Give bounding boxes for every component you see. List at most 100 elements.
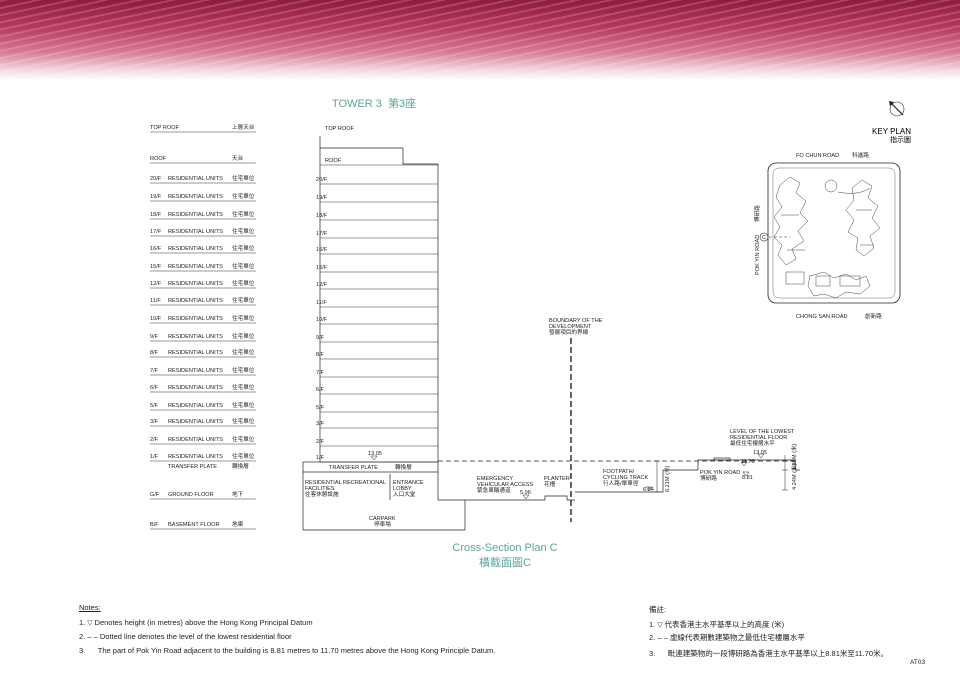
note-number: 2. [79, 632, 86, 641]
note-item: 3. 毗連建築物的一段博研路為香港主水平基準以上8.81米至11.70米。 [649, 648, 888, 659]
boundary-label-2: DEVELOPMENT [549, 324, 592, 330]
building-floor-label: 8/F [316, 352, 325, 358]
floor-code: 17/F [150, 229, 162, 235]
level-1170: 11.70 [741, 459, 755, 465]
note-number: 1. [649, 620, 656, 629]
footpath-label: FOOTPATH/ [603, 469, 635, 475]
building-floor-label: 10/F [316, 317, 328, 323]
floor-name-zh: 住宅單位 [232, 314, 255, 322]
footpath-zh: 行人路/單車徑 [603, 479, 639, 487]
note-text: The part of Pok Yin Road adjacent to the… [97, 646, 496, 655]
note-spacer [655, 649, 668, 658]
floor-name: GROUND FLOOR [168, 492, 214, 498]
dim-left: 6.21M (米) [663, 465, 671, 492]
floor-name: TRANSFER PLATE [168, 464, 217, 470]
floor-name: RESIDENTIAL UNITS [168, 212, 223, 218]
north-arrow-icon [889, 101, 905, 117]
building-floor-label: 19/F [316, 195, 328, 201]
lobby-zh: 入口大堂 [393, 490, 416, 498]
building-floor-label: 17/F [316, 231, 328, 237]
floor-name: RESIDENTIAL UNITS [168, 246, 223, 252]
floor-name-zh: 轉換層 [232, 462, 249, 470]
floor-code: 15/F [150, 264, 162, 270]
floor-name: RESIDENTIAL UNITS [168, 403, 223, 409]
lowest-floor-label-2: RESIDENTIAL FLOOR [730, 435, 787, 441]
floor-name: RESIDENTIAL UNITS [168, 229, 223, 235]
eva-level: 5.96 [520, 490, 531, 496]
fo-chun-road-zh: 科進路 [852, 151, 869, 159]
floor-code: 8/F [150, 350, 159, 356]
note-item: 1. ▽ 代表香港主水平基準以上的高度 (米) [649, 619, 784, 630]
lobby-label-2: LOBBY [393, 486, 412, 492]
lowest-floor-zh: 最低住宅樓層水平 [730, 439, 775, 447]
floor-name-zh: 住宅單位 [232, 210, 255, 218]
section-title-zh: 橫截面圖C [479, 557, 531, 569]
note-item: 2. ‒ ‒ Dotted line denotes the level of … [79, 632, 292, 641]
building-floor-label: TOP ROOF [325, 126, 355, 132]
floor-code: B/F [150, 522, 159, 528]
building-floor-label: 20/F [316, 177, 328, 183]
floor-name: RESIDENTIAL UNITS [168, 316, 223, 322]
floor-code: 3/F [150, 419, 159, 425]
section-marker-label: C [762, 235, 766, 241]
note-item: 1. ▽ Denotes height (in metres) above th… [79, 618, 313, 627]
level-markers [370, 453, 765, 500]
boundary-label: BOUNDARY OF THE [549, 318, 603, 324]
planter-label: PLANTER [544, 476, 570, 482]
section-marker-icon [759, 232, 769, 242]
floor-name-zh: 上層天台 [232, 123, 255, 131]
level-triangle-icon: ▽ [85, 620, 95, 627]
building-floor-lines: TOP ROOFROOF20/F19/F18/F17/F16/F15/F12/F… [316, 126, 438, 463]
road-level: 8.81 [742, 475, 753, 481]
footpath-label-2: CYCLING TRACK [603, 475, 649, 481]
floor-name: RESIDENTIAL UNITS [168, 264, 223, 270]
floor-name: RESIDENTIAL UNITS [168, 385, 223, 391]
carpark-label: CARPARK [369, 516, 396, 522]
note-text: Denotes height (in metres) above the Hon… [94, 618, 313, 627]
floor-name-zh: 住宅單位 [232, 383, 255, 391]
chong-san-road-zh: 創新路 [865, 312, 882, 320]
floor-name-zh: 住宅單位 [232, 332, 255, 340]
floor-code: G/F [150, 492, 160, 498]
eva-zh: 緊急車輛通道 [477, 486, 511, 494]
floor-code: 12/F [150, 281, 162, 287]
floor-code: 1/F [150, 454, 159, 460]
building-floor-label: 5/F [316, 405, 325, 411]
floor-name: RESIDENTIAL UNITS [168, 298, 223, 304]
floor-name-zh: 住宅單位 [232, 244, 255, 252]
floor-code: 16/F [150, 246, 162, 252]
tower-title: TOWER 3 第3座 [332, 95, 416, 111]
floor-name-zh: 地庫 [232, 520, 244, 528]
floor-name-zh: 住宅單位 [232, 401, 255, 409]
pok-yin-road-label: POK YIN ROAD [700, 470, 740, 476]
note-number: 1. [79, 618, 86, 627]
floor-name: RESIDENTIAL UNITS [168, 437, 223, 443]
transfer-plate-zh: 轉換層 [395, 463, 412, 471]
floor-name: RESIDENTIAL UNITS [168, 334, 223, 340]
floor-name-zh: 住宅單位 [232, 174, 255, 182]
lowest-floor-label: LEVEL OF THE LOWEST [730, 429, 795, 435]
floor-name: BASEMENT FLOOR [168, 522, 220, 528]
floor-code: ROOF [150, 156, 167, 162]
building-floor-label: 6/F [316, 387, 325, 393]
fo-chun-road-label: FO CHUN ROAD [796, 153, 839, 159]
building-floor-label: 9/F [316, 335, 325, 341]
recreational-label-2: FACILITIES [305, 486, 335, 492]
floor-name-zh: 住宅單位 [232, 348, 255, 356]
floor-name-zh: 住宅單位 [232, 262, 255, 270]
floor-code: 10/F [150, 316, 162, 322]
floor-name-zh: 住宅單位 [232, 435, 255, 443]
note-text: 毗連建築物的一段博研路為香港主水平基準以上8.81米至11.70米。 [667, 649, 889, 658]
dimension-lines [654, 455, 788, 493]
note-text: 虛線代表期數建築物之最低住宅樓層水平 [669, 633, 805, 642]
building-floor-label: 1/F [316, 455, 325, 461]
building-floor-label: 2/F [316, 439, 325, 445]
note-number: 3. [649, 649, 656, 658]
tower-title-zh: 第3座 [388, 98, 417, 110]
key-plan-title: KEY PLAN [872, 127, 911, 136]
floor-name-zh: 地下 [232, 490, 244, 498]
building-outline [302, 136, 510, 531]
pok-yin-road-keyplan-zh: 博研路 [753, 205, 761, 222]
